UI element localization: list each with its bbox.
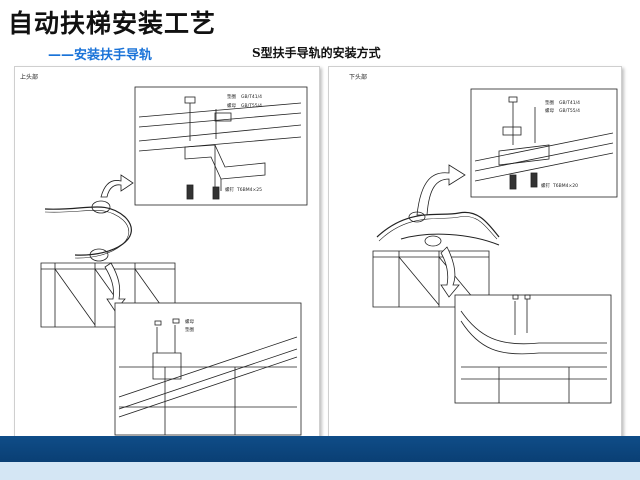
detail-box-top-right	[470, 88, 618, 198]
svg-text:GB/T55/4: GB/T55/4	[559, 108, 580, 114]
svg-text:T6BM4×25: T6BM4×25	[236, 187, 262, 193]
svg-text:垫圈: 垫圈	[185, 326, 194, 333]
detail-box-bottom	[114, 302, 302, 436]
upper-head-drawing: 垫圈 GB/T41/4 螺母 GB/T55/4 螺钉 T6BM4×25 螺母 垫…	[40, 86, 308, 436]
lower-head-drawing: 垫圈 GB/T41/4 螺母 GB/T55/4 螺钉 T6BM4×20	[372, 88, 618, 404]
footer-band-dark	[0, 436, 640, 462]
lower-top-callout-text: 垫圈 GB/T41/4 螺母 GB/T55/4 螺钉 T6BM4×20	[541, 99, 580, 189]
upper-bottom-callout-text: 螺母 垫圈	[185, 318, 194, 333]
upper-top-callout-text: 垫圈 GB/T41/4 螺母 GB/T55/4 螺钉 T6BM4×25	[225, 93, 262, 193]
svg-text:垫圈: 垫圈	[227, 93, 236, 100]
figure-caption: S型扶手导轨的安装方式	[252, 46, 381, 60]
svg-text:螺钉: 螺钉	[541, 182, 550, 189]
svg-text:GB/T41/4: GB/T41/4	[241, 94, 262, 100]
svg-text:GB/T55/4: GB/T55/4	[241, 103, 262, 109]
svg-text:螺母: 螺母	[227, 102, 236, 109]
upper-head-label: 上头部	[20, 74, 39, 81]
slide-subtitle: ——安装扶手导轨	[48, 48, 153, 63]
detail-box-bottom-right	[454, 294, 612, 404]
svg-text:GB/T41/4: GB/T41/4	[559, 100, 580, 106]
svg-text:螺钉: 螺钉	[225, 186, 234, 193]
lower-head-figure: 下头部	[328, 66, 622, 440]
svg-text:垫圈: 垫圈	[545, 99, 554, 106]
footer-band-light	[0, 462, 640, 480]
svg-text:T6BM4×20: T6BM4×20	[552, 183, 578, 189]
lower-head-label: 下头部	[349, 74, 368, 81]
upper-head-figure: 上头部	[14, 66, 320, 440]
svg-text:螺母: 螺母	[185, 318, 194, 325]
svg-text:螺母: 螺母	[545, 107, 554, 114]
slide-title: 自动扶梯安装工艺	[8, 9, 217, 38]
